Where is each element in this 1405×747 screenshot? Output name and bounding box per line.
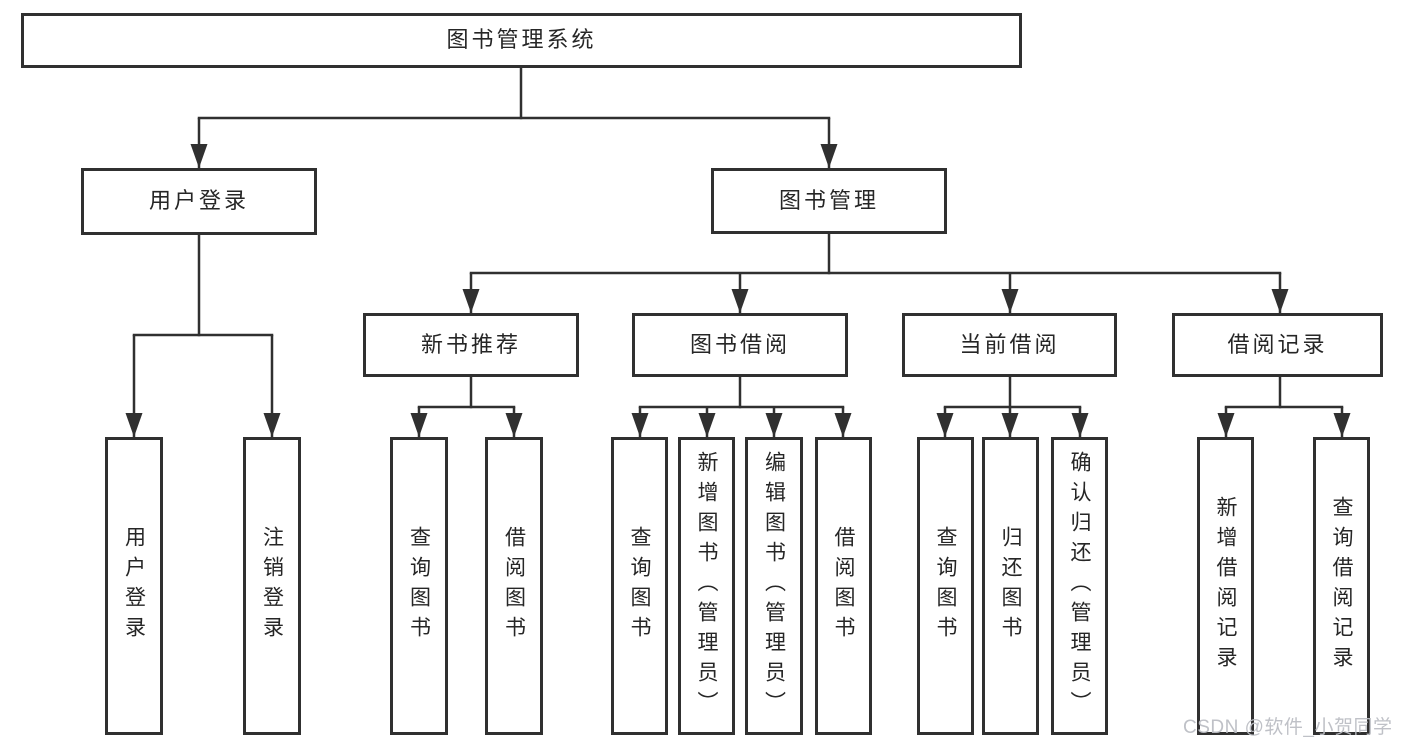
node-current-borrowing: 当前借阅 [902, 313, 1117, 377]
node-label: 新书推荐 [420, 331, 521, 357]
node-label: 注销登录 [260, 526, 284, 646]
node-label: 借阅图书 [502, 526, 526, 646]
node-user-login: 用户登录 [81, 168, 317, 235]
leaf-query-books-recommend: 查询图书 [390, 437, 448, 735]
node-label: 图书借阅 [689, 331, 790, 357]
leaf-borrow-books-borrowing: 借阅图书 [815, 437, 872, 735]
leaf-edit-book-admin: 编辑图书（管理员） [745, 437, 803, 735]
node-label: 查询借阅记录 [1330, 496, 1353, 676]
node-label: 确认归还（管理员） [1068, 451, 1091, 721]
leaf-query-books-borrowing: 查询图书 [611, 437, 668, 735]
node-label: 借阅图书 [832, 526, 855, 646]
node-label: 编辑图书（管理员） [762, 451, 786, 721]
node-label: 查询图书 [934, 526, 957, 646]
node-label: 新增图书（管理员） [695, 451, 718, 721]
node-book-management: 图书管理 [711, 168, 947, 234]
node-label: 图书管理系统 [446, 27, 597, 53]
leaf-add-borrow-record: 新增借阅记录 [1197, 437, 1254, 735]
node-label: 新增借阅记录 [1214, 496, 1237, 676]
leaf-return-book: 归还图书 [982, 437, 1039, 735]
node-book-borrowing: 图书借阅 [632, 313, 848, 377]
leaf-borrow-books-recommend: 借阅图书 [485, 437, 543, 735]
leaf-query-books-current: 查询图书 [917, 437, 974, 735]
leaf-user-login: 用户登录 [105, 437, 163, 735]
watermark: CSDN @软件_小贺同学 [1183, 717, 1393, 738]
node-label: 用户登录 [148, 188, 249, 214]
node-label: 用户登录 [122, 526, 146, 646]
node-label: 查询图书 [407, 526, 431, 646]
leaf-query-borrow-record: 查询借阅记录 [1313, 437, 1370, 735]
node-root: 图书管理系统 [21, 13, 1022, 68]
node-new-book-recommendation: 新书推荐 [363, 313, 579, 377]
leaf-confirm-return-admin: 确认归还（管理员） [1051, 437, 1108, 735]
node-borrowing-records: 借阅记录 [1172, 313, 1383, 377]
node-label: 归还图书 [999, 526, 1022, 646]
leaf-logout-login: 注销登录 [243, 437, 301, 735]
node-label: 图书管理 [778, 187, 879, 213]
node-label: 查询图书 [628, 526, 651, 646]
node-label: 借阅记录 [1227, 331, 1328, 357]
node-label: 当前借阅 [959, 331, 1060, 357]
leaf-add-book-admin: 新增图书（管理员） [678, 437, 735, 735]
